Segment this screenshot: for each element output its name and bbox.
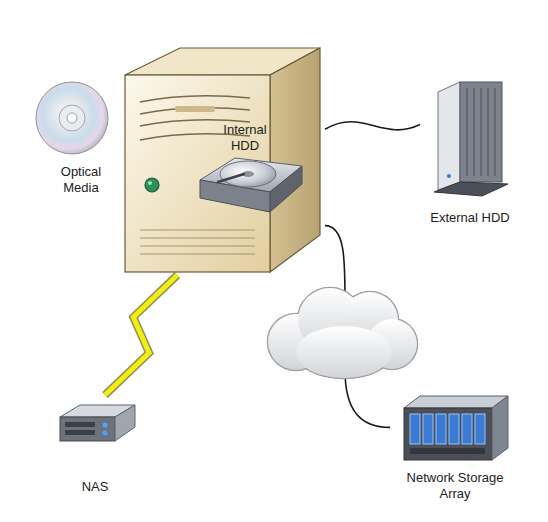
- optical-media-node: Optical Media: [30, 78, 130, 203]
- internal-hdd-illustration: [200, 158, 302, 212]
- device-label: NAS: [45, 479, 145, 495]
- device-label: Optical Media: [46, 164, 116, 196]
- tower-computer-node: Internal HDD: [120, 40, 325, 275]
- button-glint: [148, 181, 152, 185]
- tower-front: [125, 75, 270, 272]
- tower-computer: [120, 40, 325, 275]
- device-label: Network Storage Array: [400, 470, 510, 502]
- device-label: External HDD: [420, 210, 520, 226]
- external-hdd-node: External HDD: [420, 78, 520, 233]
- tower-side: [270, 48, 320, 272]
- connector-line: [325, 122, 420, 130]
- network-cloud: [262, 282, 422, 382]
- bolt-line: [105, 275, 177, 395]
- vents: [140, 230, 255, 254]
- nas-node: NAS: [45, 395, 145, 500]
- storage-array-node: Network Storage Array: [390, 392, 530, 510]
- drive-slot: [175, 106, 215, 112]
- power-button: [145, 178, 159, 192]
- cable-connector: [325, 122, 420, 130]
- external-hdd: [420, 78, 520, 233]
- wireless-link: [105, 275, 177, 395]
- bolt-outline: [105, 275, 177, 395]
- device-label: Internal HDD: [214, 122, 276, 154]
